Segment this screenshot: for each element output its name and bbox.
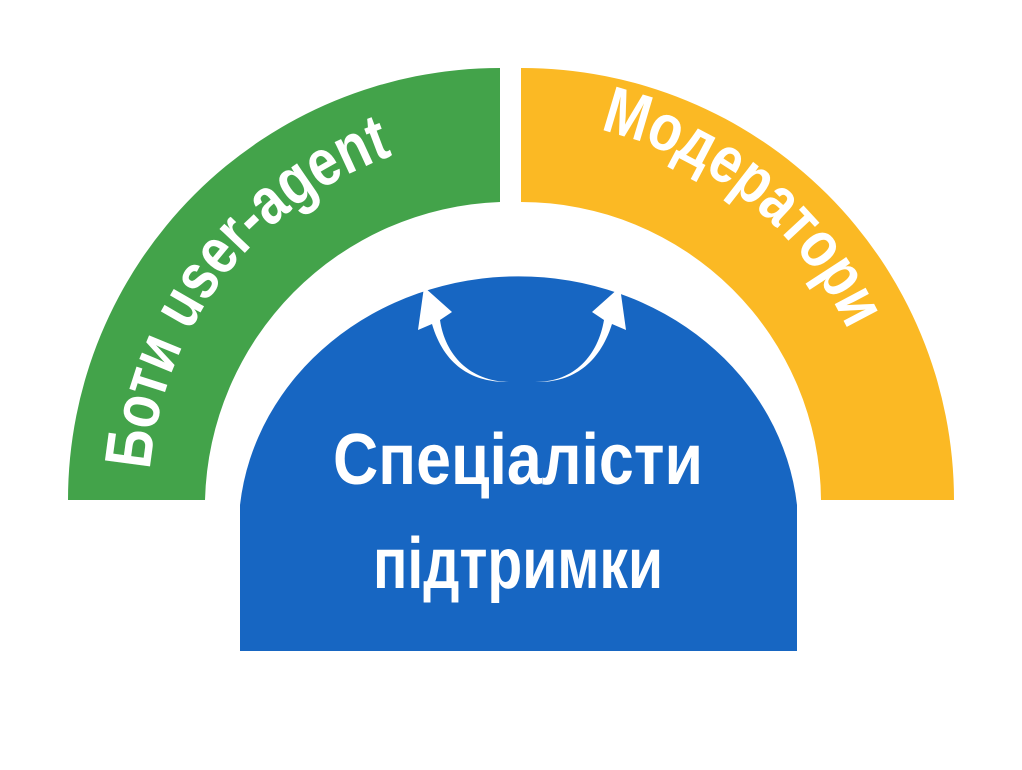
curved-arrow-up-left-icon [418, 287, 511, 383]
segment-bots [68, 68, 500, 500]
curved-arrow-up-right-icon [535, 287, 626, 383]
center-dome [240, 276, 797, 651]
center-label-line1: Спеціалісти [333, 420, 703, 500]
center-label-line2: підтримки [373, 524, 663, 604]
segment-moderators [521, 67, 954, 500]
